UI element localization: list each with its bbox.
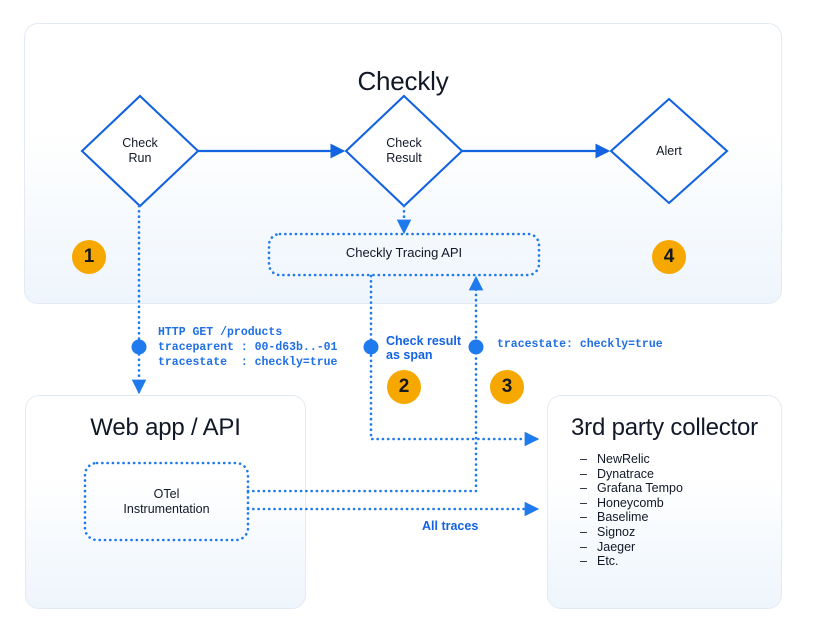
wire-tracingapi-to-collector [369,274,540,447]
list-bullet-dash: – [580,481,587,496]
alert-label: Alert [656,144,682,158]
alert-diamond [609,97,729,205]
wire-dot-step2 [363,339,379,355]
collector-list-item: –Grafana Tempo [580,481,760,496]
collector-list-item: –Honeycomb [580,496,760,511]
step-badge-2: 2 [387,370,421,404]
list-bullet-dash: – [580,510,587,525]
list-bullet-dash: – [580,524,587,539]
tracestate-note: tracestate: checkly=true [497,338,663,351]
http-trace-headers-note: HTTP GET /products traceparent : 00-d63b… [158,326,338,369]
collector-list-item-label: Jaeger [597,539,636,554]
collector-panel-title: 3rd party collector [571,414,758,441]
all-traces-note: All traces [422,519,479,533]
otel-instrumentation-box [83,461,250,542]
step-badge-1: 1 [72,240,106,274]
collector-list-item: –Jaeger [580,540,760,555]
collector-list-item: –Baselime [580,510,760,525]
wire-dot-step1 [131,339,147,355]
tracing-api-label: Checkly Tracing API [345,245,463,260]
wire-dot-step3 [468,339,484,355]
check-run-label: Check Run [122,136,158,165]
collector-list-item-label: Honeycomb [597,495,664,510]
step-badge-4: 4 [652,240,686,274]
collector-panel: 3rd party collector [547,395,782,609]
step-badge-3: 3 [490,370,524,404]
collector-list-item-label: Signoz [597,524,636,539]
collector-list-item: –Signoz [580,525,760,540]
collector-list-item: –Dynatrace [580,467,760,482]
list-bullet-dash: – [580,466,587,481]
collector-list-item-label: Grafana Tempo [597,481,683,496]
check-result-label: Check Result [386,136,422,165]
list-bullet-dash: – [580,554,587,569]
collector-list-item-label: Dynatrace [597,466,654,481]
checkly-panel-title: Checkly [357,66,449,96]
webapp-panel-title: Web app / API [90,414,241,441]
list-bullet-dash: – [580,452,587,466]
webapp-panel: Web app / API [25,395,306,609]
list-bullet-dash: – [580,495,587,510]
collector-list-item: –Etc. [580,554,760,569]
list-bullet-dash: – [580,539,587,554]
collector-list-item-label: NewRelic [597,452,650,466]
tracing-api-box [267,232,541,277]
wire-otel-to-tracingapi [246,275,484,493]
collector-list-item-label: Etc. [597,554,619,569]
collector-list: –NewRelic–Dynatrace–Grafana Tempo–Honeyc… [580,452,760,569]
otel-instrumentation-label: OTel Instrumentation [123,487,210,516]
collector-list-item: –NewRelic [580,452,760,467]
collector-list-item-label: Baselime [597,510,649,525]
check-result-as-span-note: Check result as span [386,334,462,362]
